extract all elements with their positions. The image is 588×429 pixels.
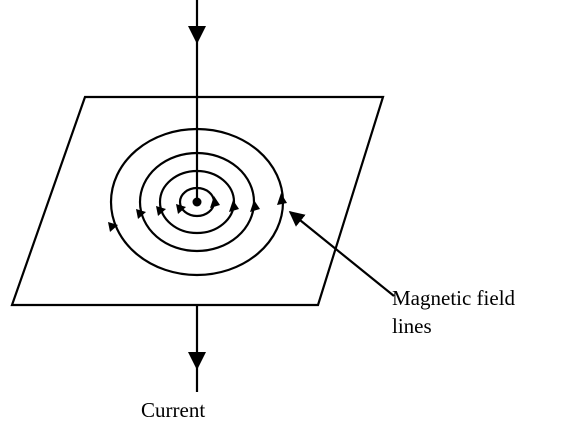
plane xyxy=(10,95,385,307)
field-arrow xyxy=(229,200,239,212)
field-lines-pointer xyxy=(288,211,395,297)
current-arrow-upper xyxy=(188,26,206,44)
wire-lower xyxy=(188,305,206,392)
field-lines-label-line1: Magnetic field xyxy=(392,286,516,310)
field-arrow xyxy=(136,209,146,219)
wire-upper xyxy=(188,0,206,200)
field-arrow xyxy=(250,200,260,212)
current-arrow-lower xyxy=(188,352,206,370)
wire-dot xyxy=(192,197,202,207)
field-direction-arrows xyxy=(108,193,287,232)
field-arrow xyxy=(176,204,186,214)
field-arrow xyxy=(108,222,118,232)
field-arrow xyxy=(277,193,287,205)
field-arrow xyxy=(156,206,166,216)
field-lines-label-line2: lines xyxy=(392,314,432,338)
current-label: Current xyxy=(141,398,205,422)
field-arrow xyxy=(210,196,220,208)
